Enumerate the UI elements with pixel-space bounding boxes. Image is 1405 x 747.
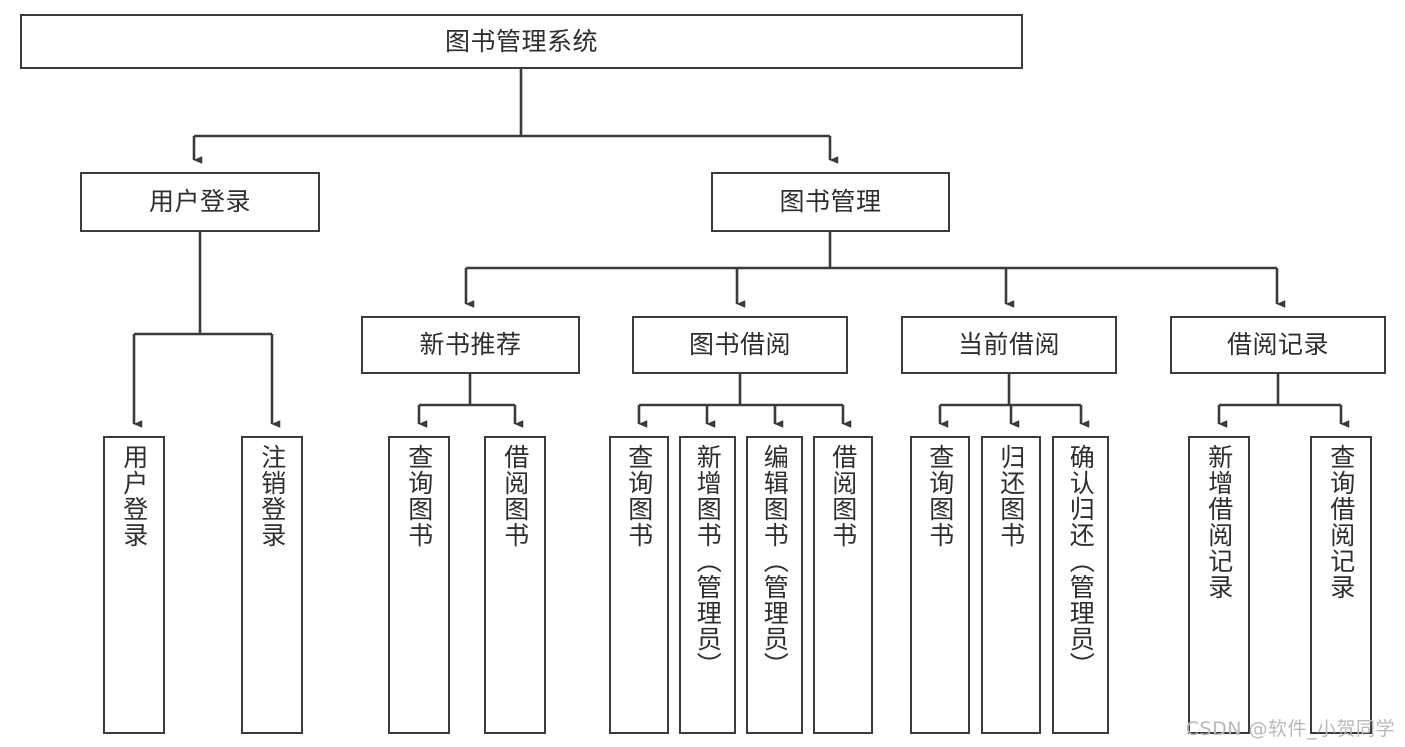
leaf-edit-book[interactable]: 编辑图书（管理员）: [746, 436, 803, 734]
leaf-borrow-book-rec-label: 借阅图书: [500, 444, 530, 548]
leaf-confirm-return[interactable]: 确认归还（管理员）: [1052, 436, 1109, 734]
node-new-book-rec-label: 新书推荐: [419, 330, 522, 360]
leaf-borrow-book[interactable]: 借阅图书: [813, 436, 873, 734]
node-root-label: 图书管理系统: [444, 26, 598, 56]
node-book-manage[interactable]: 图书管理: [711, 172, 950, 232]
leaf-user-login[interactable]: 用户登录: [103, 436, 165, 734]
leaf-return-book[interactable]: 归还图书: [981, 436, 1041, 734]
leaf-user-logout-label: 注销登录: [257, 444, 287, 548]
node-borrow-record-label: 借阅记录: [1226, 330, 1329, 360]
node-user-login-label: 用户登录: [148, 187, 251, 217]
leaf-query-record[interactable]: 查询借阅记录: [1310, 436, 1372, 734]
leaf-query-book-borrow-label: 查询图书: [624, 444, 654, 548]
leaf-query-book-cur[interactable]: 查询图书: [910, 436, 970, 734]
leaf-query-book-rec-label: 查询图书: [404, 444, 434, 548]
node-book-borrow-label: 图书借阅: [688, 330, 791, 360]
leaf-user-logout[interactable]: 注销登录: [241, 436, 303, 734]
leaf-return-book-label: 归还图书: [996, 444, 1026, 548]
leaf-edit-book-label: 编辑图书（管理员）: [760, 444, 790, 678]
node-current-borrow-label: 当前借阅: [957, 330, 1060, 360]
node-new-book-rec[interactable]: 新书推荐: [361, 316, 580, 374]
leaf-borrow-book-rec[interactable]: 借阅图书: [484, 436, 546, 734]
leaf-add-record-label: 新增借阅记录: [1204, 444, 1234, 600]
leaf-add-record[interactable]: 新增借阅记录: [1188, 436, 1250, 734]
leaf-query-book-cur-label: 查询图书: [925, 444, 955, 548]
leaf-query-book-rec[interactable]: 查询图书: [388, 436, 450, 734]
leaf-confirm-return-label: 确认归还（管理员）: [1066, 444, 1096, 678]
node-book-borrow[interactable]: 图书借阅: [632, 316, 848, 374]
node-borrow-record[interactable]: 借阅记录: [1170, 316, 1386, 374]
leaf-add-book-label: 新增图书（管理员）: [693, 444, 723, 678]
node-root[interactable]: 图书管理系统: [20, 14, 1023, 69]
leaf-query-book-borrow[interactable]: 查询图书: [609, 436, 669, 734]
watermark-text: CSDN @软件_小贺同学: [1185, 718, 1395, 740]
node-book-manage-label: 图书管理: [779, 187, 882, 217]
leaf-query-record-label: 查询借阅记录: [1326, 444, 1356, 600]
leaf-add-book[interactable]: 新增图书（管理员）: [679, 436, 736, 734]
leaf-borrow-book-label: 借阅图书: [828, 444, 858, 548]
leaf-user-login-label: 用户登录: [119, 444, 149, 548]
node-user-login[interactable]: 用户登录: [80, 172, 320, 232]
node-current-borrow[interactable]: 当前借阅: [901, 316, 1117, 374]
